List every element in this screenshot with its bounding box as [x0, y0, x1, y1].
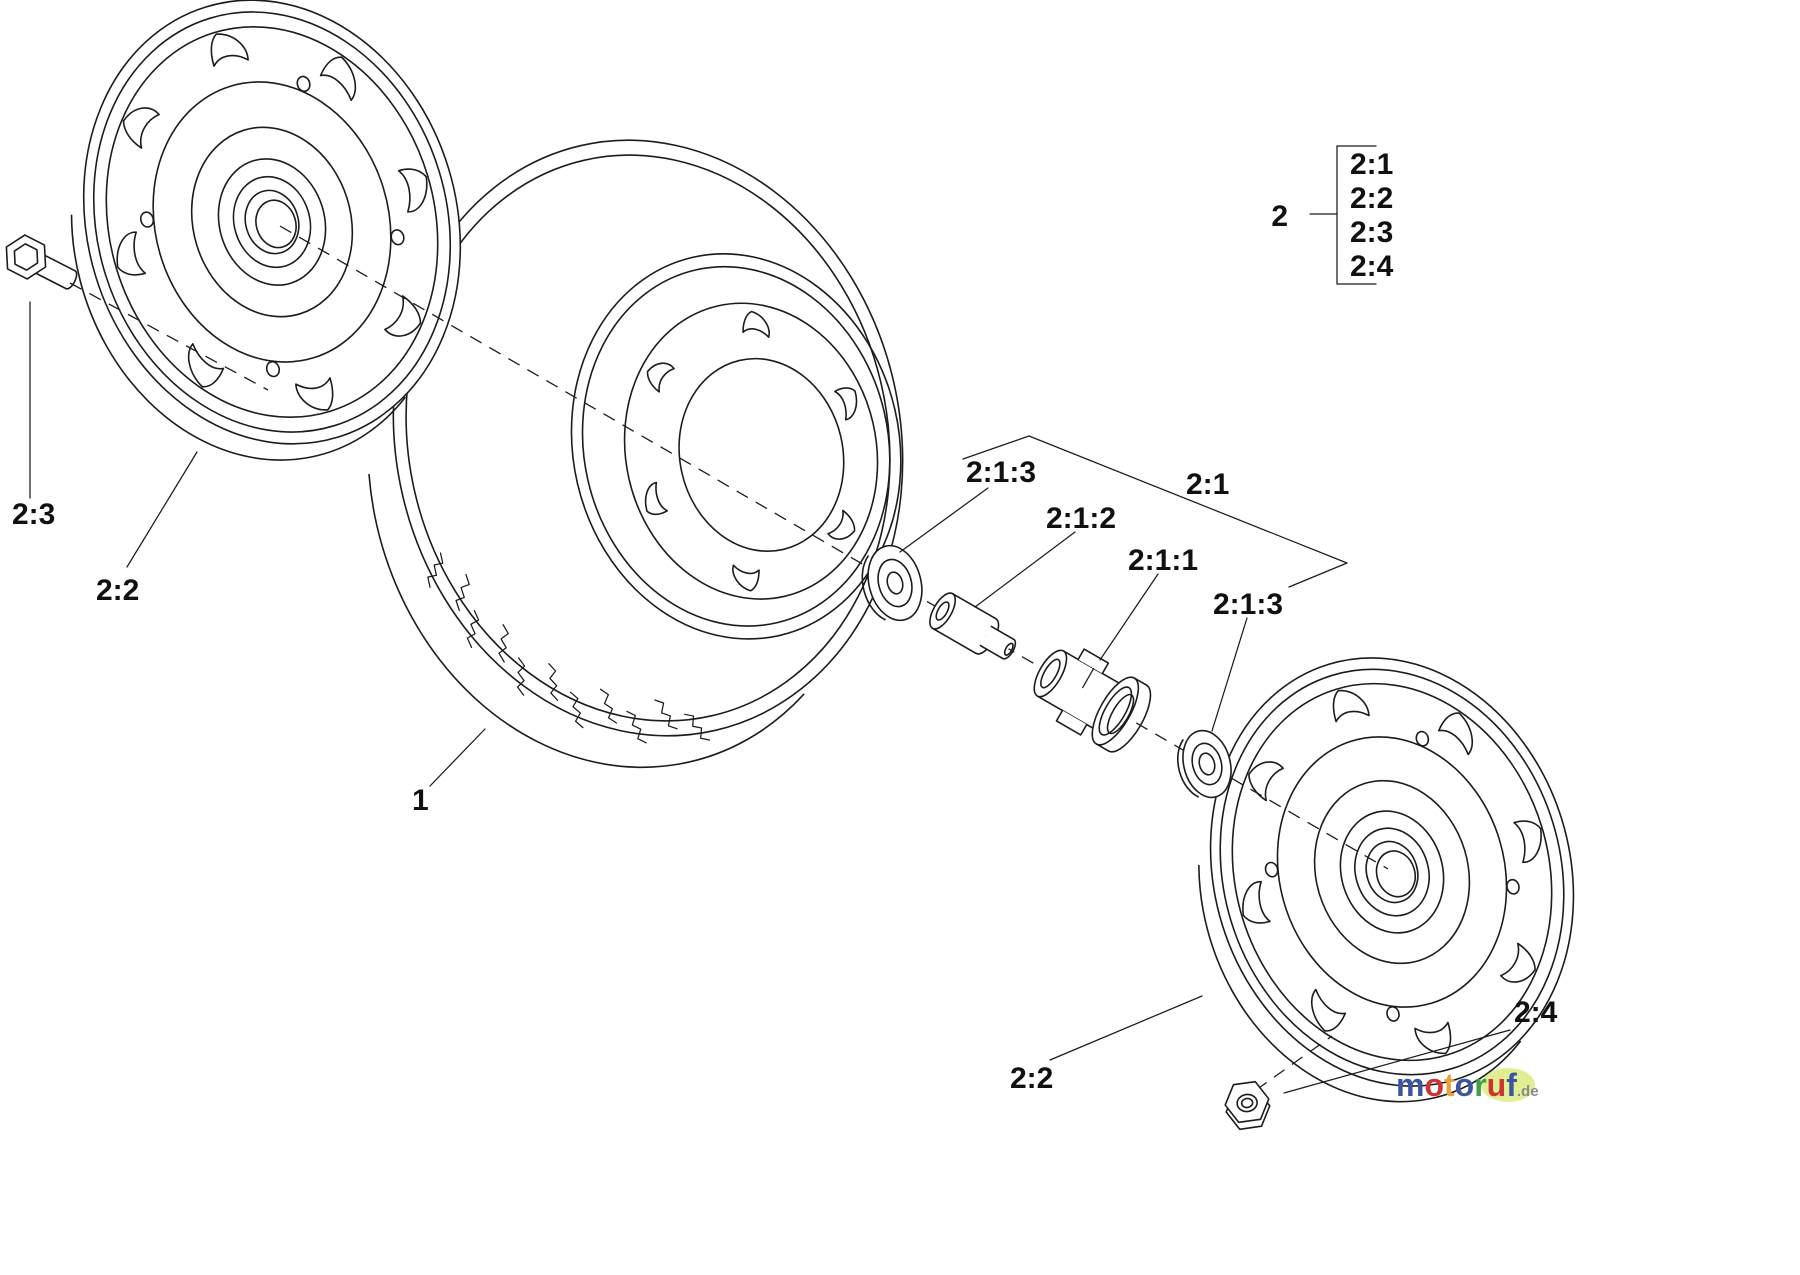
- leader-lines: [30, 302, 1510, 1093]
- leader-adapter: [1100, 574, 1158, 660]
- nut-axis-centerline: [1256, 1036, 1332, 1090]
- legend-item-4: 2:4: [1350, 250, 1394, 283]
- legend: 2 2:1 2:2 2:3 2:4: [1271, 146, 1394, 284]
- callout-washer-front-label: 2:1:3: [966, 456, 1036, 489]
- logo-text: motoruf.de: [1396, 1067, 1539, 1103]
- tire-inner-opening: [534, 221, 939, 672]
- carriage-bolt: [0, 230, 83, 299]
- legend-item-1: 2:1: [1350, 148, 1393, 181]
- motoruf-logo: motoruf.de: [1396, 1067, 1539, 1103]
- callout-left-hub-label: 2:2: [96, 574, 139, 607]
- spacer-bushing: [925, 589, 1023, 669]
- callout-washer-rear-label: 2:1:3: [1213, 588, 1283, 621]
- legend-group-label: 2: [1271, 200, 1288, 233]
- bolt-axis-centerline: [70, 283, 268, 390]
- group-bracket: [963, 436, 1347, 587]
- leader-washer-front: [900, 488, 988, 552]
- callout-group-label: 2:1: [1186, 468, 1229, 501]
- leader-spacer: [975, 532, 1075, 607]
- leader-tire: [430, 729, 485, 786]
- wheel-tire: [304, 89, 967, 818]
- leader-washer-rear: [1212, 618, 1247, 731]
- logo-highlight: [1481, 1068, 1535, 1102]
- wheel-adapter: [1022, 635, 1160, 758]
- flange-nut: [1221, 1079, 1274, 1132]
- legend-item-2: 2:2: [1350, 182, 1393, 215]
- callout-spacer-label: 2:1:2: [1046, 502, 1116, 535]
- leader-right-hub: [1050, 996, 1202, 1060]
- leader-nut: [1284, 1030, 1510, 1093]
- right-wheel-cover: [1143, 612, 1628, 1147]
- bearing-washer-rear: [1171, 725, 1238, 804]
- leader-left-hub: [127, 452, 197, 567]
- bearing-washer-front: [854, 540, 929, 628]
- callout-labels: 2:3 2:2 1 2:1:3 2:1 2:1:2 2:1:1 2:1:3 2:…: [12, 456, 1558, 1095]
- callout-right-hub-label: 2:2: [1010, 1062, 1053, 1095]
- legend-item-3: 2:3: [1350, 216, 1393, 249]
- callout-adapter-label: 2:1:1: [1128, 544, 1198, 577]
- callout-tire-label: 1: [412, 784, 429, 817]
- callout-bolt-label: 2:3: [12, 498, 55, 531]
- callout-nut-label: 2:4: [1514, 996, 1558, 1029]
